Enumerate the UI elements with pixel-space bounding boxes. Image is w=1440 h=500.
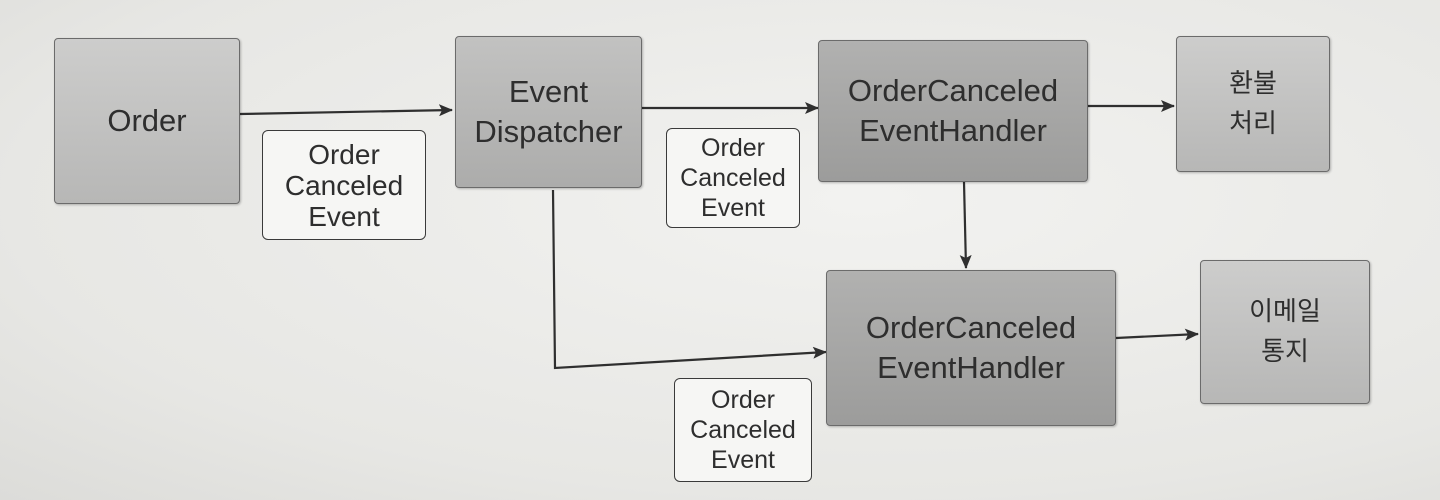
email-label-line-2: 통지	[1261, 337, 1309, 367]
event-3-line-3: Event	[711, 446, 775, 474]
event-3-line-1: Order	[711, 386, 775, 414]
dispatcher-label-line-1: Event	[508, 74, 589, 109]
email-label-line-1: 이메일	[1249, 297, 1321, 327]
order-node-label: Order	[107, 103, 187, 138]
handler-top-label-line-2: EventHandler	[859, 113, 1047, 148]
order-canceled-event-box-2: Order Canceled Event	[666, 128, 800, 228]
arrow-handler-top-to-handler-bottom	[959, 181, 972, 269]
event-2-line-3: Event	[701, 194, 765, 222]
handler-top-label-line-1: OrderCanceled	[847, 73, 1059, 108]
refund-processing-node: 환불 처리	[1176, 36, 1330, 172]
order-canceled-event-box-3: Order Canceled Event	[674, 378, 812, 482]
refund-label-line-1: 환불	[1229, 69, 1277, 99]
refund-label-line-2: 처리	[1229, 109, 1277, 139]
event-2-line-1: Order	[701, 134, 765, 162]
event-dispatcher-node: Event Dispatcher	[455, 36, 642, 188]
order-canceled-event-box-1: Order Canceled Event	[262, 130, 426, 240]
order-canceled-event-handler-bottom: OrderCanceled EventHandler	[826, 270, 1116, 426]
handler-bottom-label-line-2: EventHandler	[877, 350, 1065, 385]
order-node: Order	[54, 38, 240, 204]
handler-bottom-label-line-1: OrderCanceled	[865, 310, 1077, 345]
email-notification-node: 이메일 통지	[1200, 260, 1370, 404]
order-canceled-event-handler-top: OrderCanceled EventHandler	[818, 40, 1088, 182]
event-1-line-1: Order	[308, 138, 380, 170]
arrow-handler-bottom-to-email	[1115, 328, 1199, 341]
dispatcher-label-line-2: Dispatcher	[474, 114, 623, 149]
event-1-line-2: Canceled	[284, 169, 404, 201]
event-2-line-2: Canceled	[680, 164, 786, 192]
arrow-order-to-dispatcher	[239, 104, 453, 117]
event-3-line-2: Canceled	[690, 416, 796, 444]
event-1-line-3: Event	[308, 200, 380, 232]
